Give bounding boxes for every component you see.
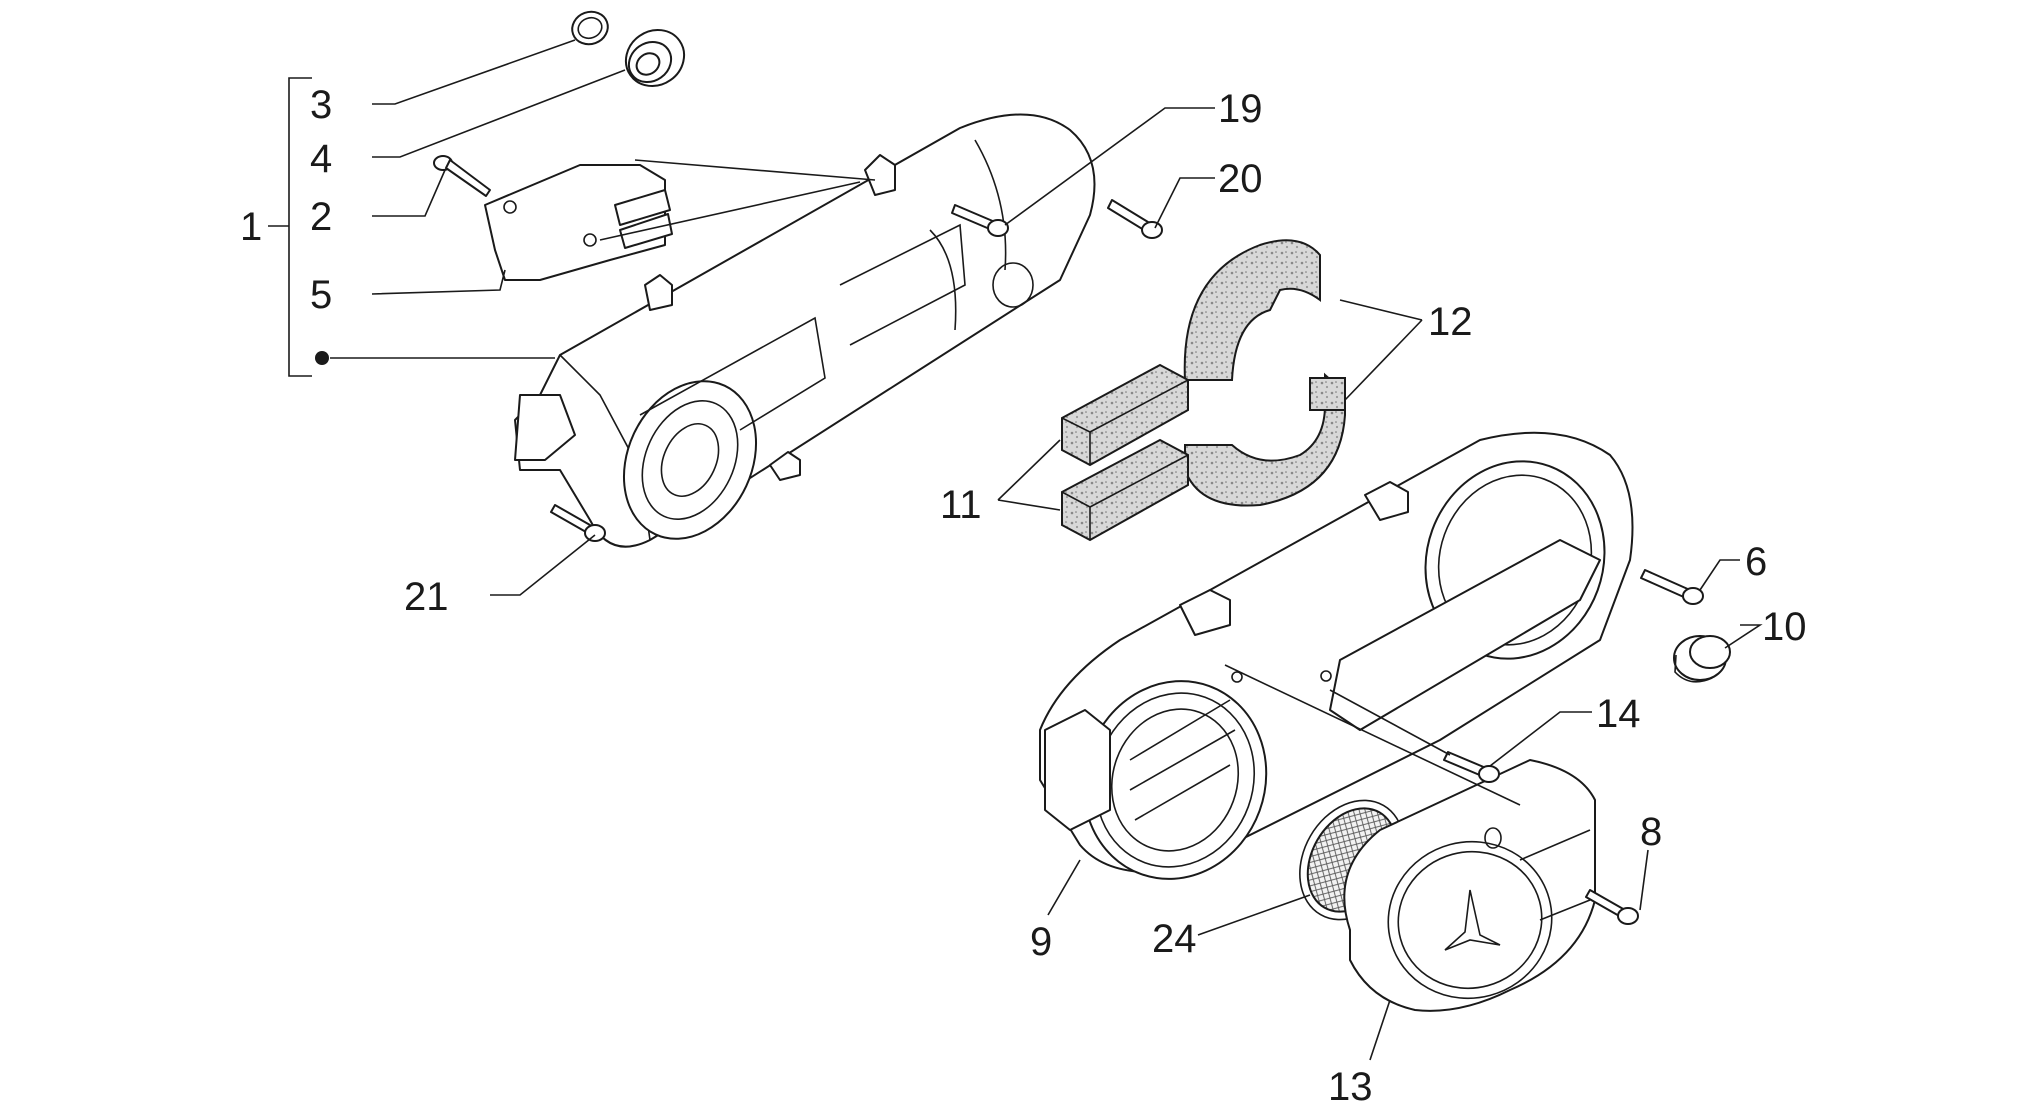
callout-13: 13 (1328, 1065, 1373, 1107)
part-5-bracket-plate (484, 164, 673, 281)
part-20-screw (1107, 199, 1163, 239)
callout-21: 21 (404, 575, 449, 619)
part-3-circlip (571, 10, 609, 46)
callout-2: 2 (310, 195, 332, 239)
callout-12: 12 (1428, 300, 1473, 344)
part-14-screw (1443, 751, 1500, 783)
callout-5: 5 (310, 273, 332, 317)
part-6-screw (1640, 569, 1704, 605)
callout-19: 19 (1218, 87, 1263, 131)
callout-20: 20 (1218, 157, 1263, 201)
part-1-crankcase-cover (514, 113, 1096, 548)
part-21-screw (550, 504, 606, 542)
part-4-bearing (624, 28, 686, 88)
callout-4: 4 (310, 137, 332, 181)
callout-9: 9 (1030, 920, 1052, 964)
part-11-foam-blocks (1061, 363, 1189, 542)
part-12-foam-half-rings (1183, 239, 1346, 507)
callout-labels: 1 2 3 4 5 6 8 9 10 11 12 13 14 19 20 21 … (240, 83, 1807, 1107)
callout-6: 6 (1745, 540, 1767, 584)
callout-11: 11 (940, 483, 982, 527)
part-19-screw (951, 204, 1009, 237)
group-bracket (268, 77, 312, 377)
part-2-screw (433, 155, 491, 197)
part-8-screw (1585, 889, 1639, 925)
callout-24: 24 (1152, 917, 1197, 961)
callout-1: 1 (240, 205, 262, 249)
callout-3: 3 (310, 83, 332, 127)
callout-14: 14 (1596, 692, 1641, 736)
part-10-cap (1673, 635, 1731, 683)
part-13-outer-cover (1343, 759, 1596, 1012)
callout-8: 8 (1640, 810, 1662, 854)
callout-10: 10 (1762, 605, 1807, 649)
part-9-transmission-cover (1039, 431, 1634, 880)
bullet-dot (315, 351, 329, 365)
leader-lines (330, 39, 1763, 1061)
